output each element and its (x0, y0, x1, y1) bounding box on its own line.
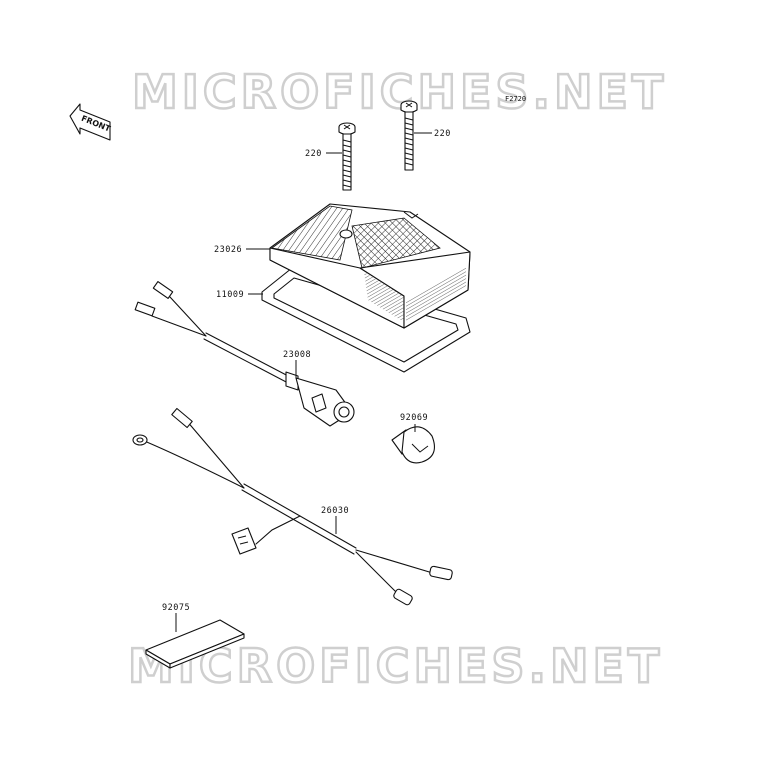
watermark-top: MICROFICHES.NET (132, 65, 667, 119)
label-bulb: 92069 (400, 413, 428, 423)
gasket (261, 267, 471, 373)
screw-right (400, 100, 418, 171)
socket-harness (134, 281, 355, 427)
label-main-harness: 26030 (321, 506, 349, 516)
bulb (391, 426, 435, 464)
label-screw-right: 220 (434, 129, 451, 139)
figure-ref: F2720 (505, 95, 526, 103)
label-pad: 92075 (162, 603, 190, 613)
front-arrow-icon: FRONT (69, 103, 112, 141)
screw-left (338, 122, 356, 191)
label-lens: 23026 (214, 245, 242, 255)
pad (145, 619, 245, 669)
label-socket-harness: 23008 (283, 350, 311, 360)
label-gasket: 11009 (216, 290, 244, 300)
lens-housing (269, 203, 471, 329)
label-screw-left: 220 (305, 149, 322, 159)
main-harness (132, 407, 453, 606)
